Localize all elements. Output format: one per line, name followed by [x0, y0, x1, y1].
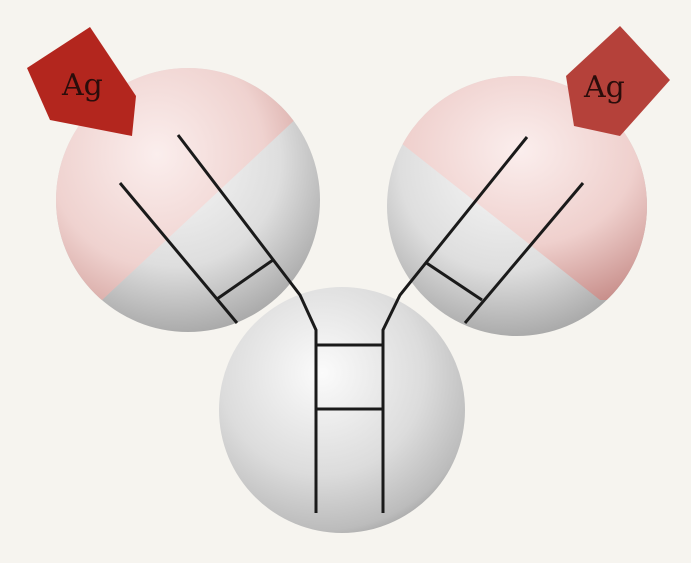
left-antigen: Ag: [27, 27, 136, 136]
left-antigen-label: Ag: [61, 68, 103, 103]
right-antigen-label: Ag: [583, 70, 625, 105]
right-antigen: Ag: [566, 26, 670, 136]
